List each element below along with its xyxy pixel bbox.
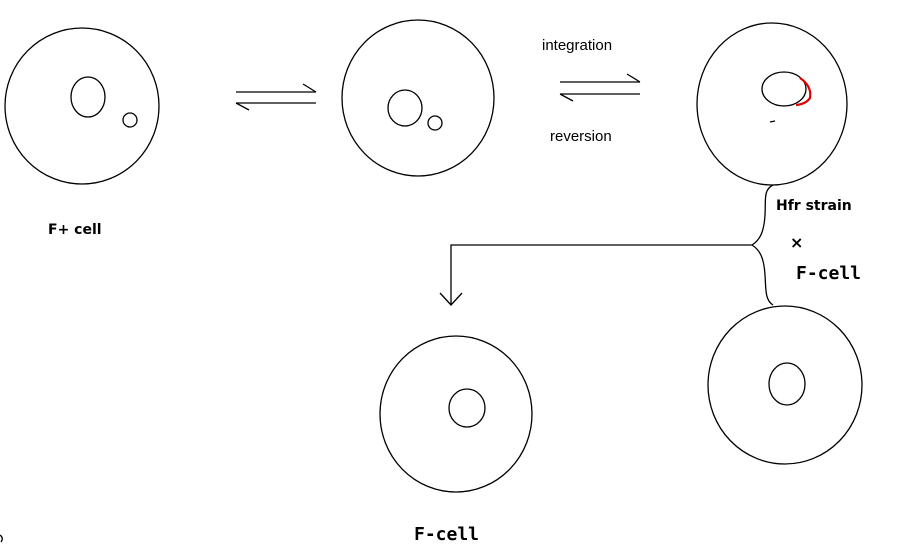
hfr-strain-label: Hfr strain <box>776 198 852 214</box>
intermediate-cell-membrane <box>341 19 495 177</box>
hfr-mark <box>769 120 776 123</box>
intermediate-plasmid <box>427 115 443 131</box>
f-minus-cell-label-right: F-cell <box>796 263 861 284</box>
forward-arrow <box>236 83 317 93</box>
reversion-arrow <box>559 93 640 102</box>
reverse-arrow <box>235 102 316 111</box>
intermediate-chromosome <box>387 89 423 127</box>
equilibrium-arrow-1 <box>235 83 317 111</box>
f-minus-bottom-membrane <box>379 335 533 493</box>
hfr-cell <box>696 22 848 186</box>
integration-label: integration <box>542 37 612 54</box>
f-minus-right-membrane <box>707 305 863 465</box>
edge-artifact <box>0 534 3 543</box>
f-plus-cell <box>4 27 160 185</box>
integration-arrow <box>560 73 641 83</box>
f-plus-cell-label: F+ cell <box>48 222 102 238</box>
transfer-arrow-line <box>450 244 752 305</box>
f-minus-cell-label-bottom: F-cell <box>414 524 479 544</box>
cross-brace <box>750 184 774 306</box>
f-minus-right-chromosome <box>768 362 806 406</box>
transfer-arrow <box>439 244 752 306</box>
f-plus-plasmid <box>122 112 138 128</box>
cross-symbol: × <box>790 233 803 252</box>
hfr-chromosome <box>761 71 807 107</box>
reversion-label: reversion <box>550 128 612 145</box>
intermediate-cell <box>341 19 495 177</box>
f-minus-cell-bottom <box>379 335 533 493</box>
integrated-f-factor <box>795 77 812 107</box>
f-plus-cell-membrane <box>4 27 160 185</box>
transfer-arrow-head <box>439 292 463 306</box>
f-minus-bottom-chromosome <box>448 388 486 428</box>
f-plus-chromosome <box>70 76 106 118</box>
f-minus-cell-right <box>707 305 863 465</box>
equilibrium-arrow-2 <box>559 73 641 102</box>
